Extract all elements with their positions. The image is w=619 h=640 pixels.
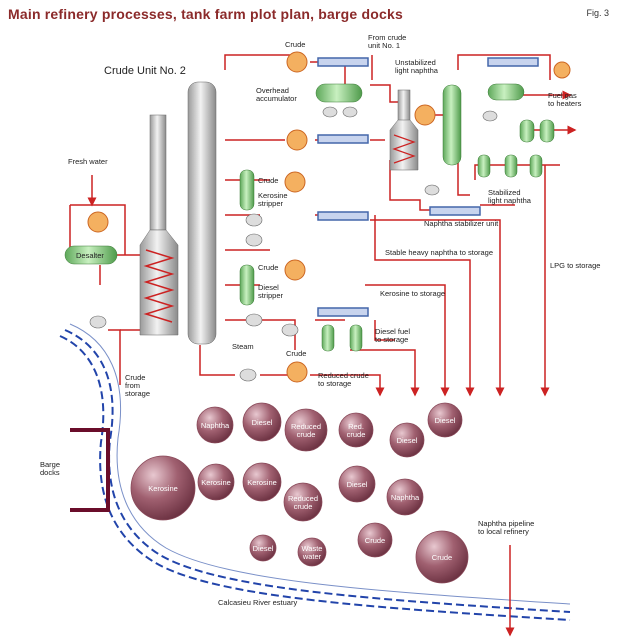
desalter [64, 245, 118, 265]
exchanger-circles [87, 51, 571, 383]
tank-label: Kerosine [247, 478, 277, 487]
lpg-vessel-3 [529, 154, 543, 178]
storage-tank: Kerosine [242, 462, 282, 502]
crude-column [187, 81, 217, 345]
storage-tank: Naphtha [196, 406, 234, 444]
tank-label: Crude [432, 553, 452, 562]
tank-label: Naphtha [391, 493, 420, 502]
kerosine-stripper [239, 169, 255, 211]
kero-storage-label: Kerosine to storage [380, 289, 445, 298]
storage-tank: Red.crude [338, 412, 374, 448]
figure-label: Fig. 3 [586, 8, 609, 18]
storage-tank: Diesel [338, 465, 376, 503]
storage-tank: Kerosine [130, 455, 196, 521]
storage-tank: Diesel [427, 402, 463, 438]
stabilizer-reboiler [389, 89, 419, 171]
tank-label: Naphtha [201, 421, 230, 430]
barge-dock [70, 428, 110, 512]
storage-tank: Diesel [242, 402, 282, 442]
lpg-label: LPG to storage [550, 261, 600, 270]
naphtha-stabilizer-label: Naphtha stabilizer unit [424, 219, 499, 228]
steam-label: Steam [232, 342, 254, 351]
heavy-naphtha-label: Stable heavy naphtha to storage [385, 248, 493, 257]
diesel-vessel-1 [321, 324, 335, 352]
desalter-label: Desalter [76, 251, 104, 260]
tank-label: Diesel [435, 416, 456, 425]
diesel-stripper [239, 264, 255, 306]
river-label: Calcasieu River estuary [218, 598, 297, 607]
page-title: Main refinery processes, tank farm plot … [8, 6, 403, 22]
naphtha-stabilizer-column [442, 84, 462, 166]
crude-bottom-label: Crude [286, 349, 306, 358]
tank-label: Diesel [253, 544, 274, 553]
tank-label: Diesel [347, 480, 368, 489]
storage-tank: Diesel [389, 422, 425, 458]
pumps [89, 106, 498, 382]
storage-tank: Kerosine [197, 463, 235, 501]
diesel-vessel-2 [349, 324, 363, 352]
tank-label: Red.crude [347, 422, 366, 439]
storage-tank: Crude [357, 522, 393, 558]
tank-label: Crude [365, 536, 385, 545]
storage-tank: Diesel [249, 534, 277, 562]
crude-unit-label: Crude Unit No. 2 [104, 65, 186, 77]
lpg-vessel-2 [504, 154, 518, 178]
crude-top-label: Crude [285, 40, 305, 49]
lpg-vessel-1 [477, 154, 491, 178]
crude-heater [139, 114, 179, 336]
tank-label: Kerosine [201, 478, 231, 487]
river [59, 323, 571, 621]
storage-tank: Crude [415, 530, 469, 584]
crude-diesel-label: Crude [258, 263, 278, 272]
overhead-accumulator [315, 83, 363, 103]
stabilizer-drum [487, 83, 525, 101]
tank-label: Kerosine [148, 484, 178, 493]
storage-tank: Naphtha [386, 478, 424, 516]
tank-label: Diesel [252, 418, 273, 427]
fuel-gas-vessel-2 [539, 119, 555, 143]
tank-label: Diesel [397, 436, 418, 445]
fuel-gas-vessel-1 [519, 119, 535, 143]
fresh-water-label: Fresh water [68, 157, 108, 166]
heat-exchangers [317, 57, 539, 317]
crude-kero-label: Crude [258, 176, 278, 185]
